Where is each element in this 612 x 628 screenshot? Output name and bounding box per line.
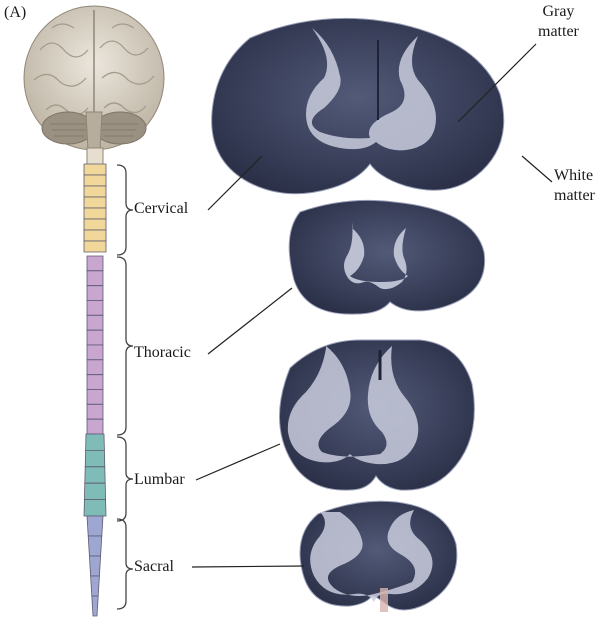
- cord-segment-cervical: [84, 241, 106, 252]
- cord-segment-cervical: [84, 230, 106, 241]
- label-lumbar: Lumbar: [134, 471, 185, 489]
- cord-segment-cervical: [84, 219, 106, 230]
- leader-sacral: [192, 566, 304, 567]
- cord-segment-cervical: [84, 186, 106, 197]
- cord-segment-sacral: [88, 536, 102, 556]
- cord-segment-lumbar: [86, 434, 105, 450]
- cross-section-cervical: [212, 18, 504, 193]
- cord-segment-thoracic: [87, 345, 103, 360]
- cord-segment-thoracic: [87, 419, 103, 434]
- cord-segment-sacral: [89, 556, 100, 576]
- cord-segment-sacral: [91, 576, 100, 596]
- cord-segment-lumbar: [84, 500, 106, 516]
- label-white-matter-line1: White: [554, 166, 595, 186]
- brain-illustration: [24, 6, 164, 150]
- cord-segment-thoracic: [87, 360, 103, 375]
- bracket-cervical: [117, 165, 133, 255]
- cord-segment-sacral: [92, 596, 98, 616]
- cord-segment-cervical: [84, 197, 106, 208]
- label-sacral: Sacral: [134, 558, 174, 576]
- cord-segment-thoracic: [87, 404, 103, 419]
- leader-white-matter: [522, 156, 552, 182]
- cross-section-thoracic: [289, 200, 484, 314]
- cord-segment-lumbar: [84, 483, 105, 499]
- cross-section-lumbar: [279, 340, 474, 490]
- label-gray-matter-line2: matter: [538, 22, 579, 42]
- cord-segment-thoracic: [87, 271, 103, 286]
- label-white-matter: White matter: [554, 166, 595, 206]
- label-gray-matter: Gray matter: [538, 2, 579, 42]
- cord-segment-thoracic: [87, 375, 103, 390]
- panel-letter: (A): [4, 4, 26, 22]
- cord-segment-thoracic: [87, 301, 103, 316]
- cord-segment-cervical: [84, 164, 106, 175]
- label-thoracic: Thoracic: [134, 344, 191, 362]
- cord-segment-thoracic: [87, 330, 103, 345]
- leader-lumbar: [196, 444, 280, 480]
- label-white-matter-line2: matter: [554, 186, 595, 206]
- cord-segment-thoracic: [87, 256, 103, 271]
- label-cervical: Cervical: [134, 200, 188, 218]
- cord-stem: [87, 148, 103, 166]
- cord-segment-cervical: [84, 175, 106, 186]
- cord-segment-sacral: [87, 516, 103, 536]
- cord-segment-cervical: [84, 208, 106, 219]
- bracket-lumbar: [117, 437, 133, 521]
- spinal-cord-illustration: [84, 148, 106, 616]
- leader-thoracic: [208, 288, 292, 354]
- cord-segment-lumbar: [85, 467, 105, 483]
- cord-segment-thoracic: [87, 286, 103, 301]
- cord-segment-lumbar: [85, 450, 105, 466]
- cord-segment-thoracic: [87, 315, 103, 330]
- cross-section-sacral: [300, 501, 457, 612]
- bracket-thoracic: [117, 257, 133, 435]
- region-brackets: [117, 165, 133, 609]
- label-gray-matter-line1: Gray: [538, 2, 579, 22]
- cord-segment-thoracic: [87, 390, 103, 405]
- bracket-sacral: [117, 519, 133, 609]
